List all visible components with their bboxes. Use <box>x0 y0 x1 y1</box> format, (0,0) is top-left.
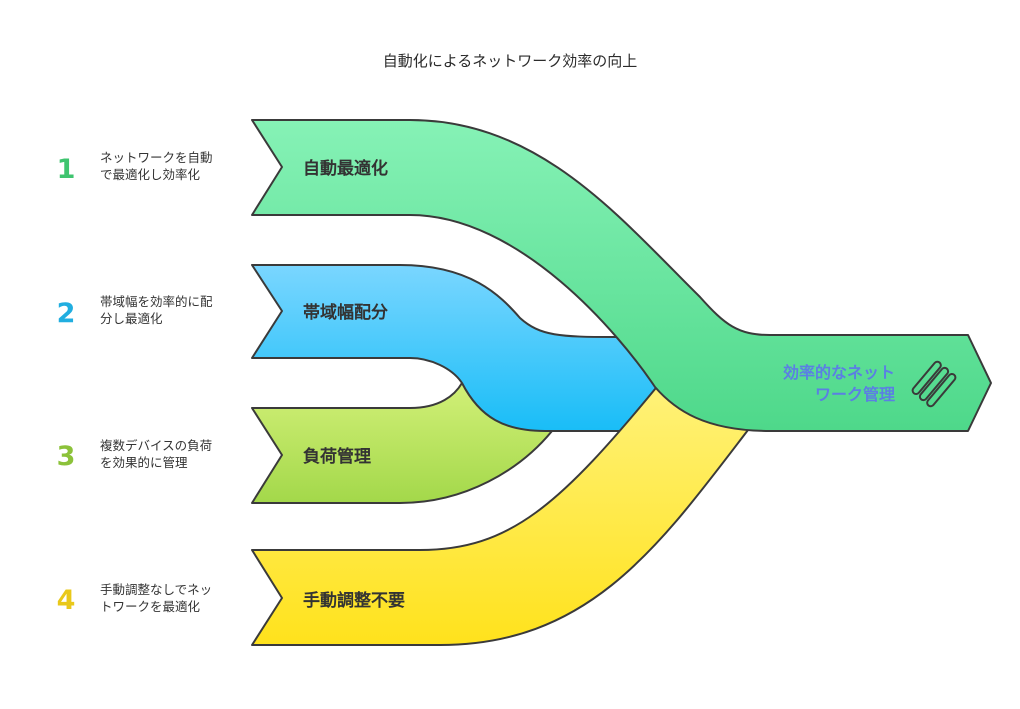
output-label-line1: 効率的なネット <box>783 363 895 382</box>
band-label-4: 手動調整不要 <box>303 590 405 611</box>
step-desc-1-line2: で最適化し効率化 <box>100 167 201 182</box>
band-label-1: 自動最適化 <box>303 158 388 179</box>
step-desc-4-line2: トワークを最適化 <box>100 599 201 614</box>
step-desc-2-line1: 帯域幅を効率的に配 <box>100 294 213 309</box>
output-label-line2: ワーク管理 <box>815 385 895 404</box>
band-label-2: 帯域幅配分 <box>303 302 388 323</box>
network-links-icon <box>911 360 957 408</box>
step-number-2: 2 <box>57 298 76 329</box>
band-auto-optimization <box>251 119 992 432</box>
step-number-3: 3 <box>57 441 76 472</box>
band-no-manual-tuning <box>251 382 749 646</box>
diagram-title: 自動化によるネットワーク効率の向上 <box>383 52 638 70</box>
step-desc-3-line2: を効果的に管理 <box>100 455 188 470</box>
band-load-management <box>251 382 553 504</box>
step-number-1: 1 <box>57 154 76 185</box>
step-number-4: 4 <box>57 585 76 616</box>
step-desc-3-line1: 複数デバイスの負荷 <box>100 438 212 453</box>
band-label-3: 負荷管理 <box>303 446 371 467</box>
step-desc-2-line2: 分し最適化 <box>100 311 163 326</box>
step-desc-1-line1: ネットワークを自動 <box>100 150 213 165</box>
step-desc-4-line1: 手動調整なしでネッ <box>100 582 212 597</box>
